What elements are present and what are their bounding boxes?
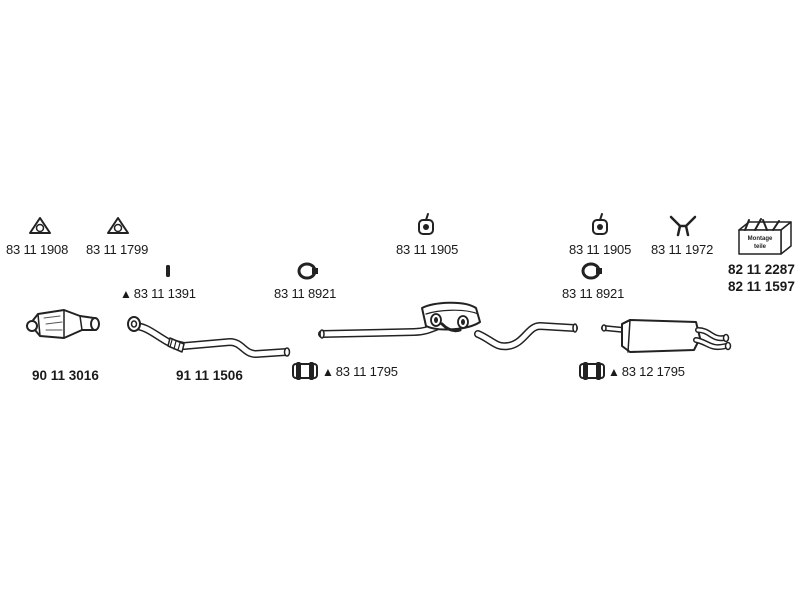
part-number-hanger-y: 83 11 1972 [651, 242, 714, 257]
part-number-hanger-mid: 83 11 1905 [396, 242, 459, 257]
triangle-marker-icon: ▲ [120, 287, 132, 301]
part-number-ring-clamp-b: 83 11 8921 [562, 286, 625, 301]
triangle-marker-icon: ▲ [322, 365, 334, 379]
part-number-clamp-a: ▲83 11 1795 [322, 364, 398, 379]
ring-clamp-icon [581, 262, 602, 280]
y-hanger-icon [669, 215, 697, 237]
part-number-clip-small: ▲83 11 1391 [120, 286, 196, 301]
part-number-catalyst: 90 11 3016 [32, 368, 99, 383]
mounting-kit-box-icon: Montage teile [738, 218, 792, 255]
clamp-b-number: 83 12 1795 [621, 364, 685, 379]
kit-box-text-2: teile [754, 244, 767, 250]
clip-small-number: 83 11 1391 [133, 286, 196, 301]
catalytic-converter-icon [26, 309, 100, 339]
rear-silencer-icon [601, 319, 732, 353]
ring-clamp-icon [297, 262, 318, 280]
part-number-front-pipe: 91 11 1506 [176, 368, 243, 383]
part-number-gasket-a: 83 11 1908 [6, 242, 69, 257]
pipe-clamp-icon [292, 362, 318, 380]
triangular-gasket-icon [107, 217, 129, 234]
small-clip-icon [166, 265, 170, 277]
part-number-ring-clamp-a: 83 11 8921 [274, 286, 337, 301]
part-number-hanger-right: 83 11 1905 [569, 242, 632, 257]
part-number-kit-b: 82 11 1597 [728, 279, 795, 294]
triangular-gasket-icon [29, 217, 51, 234]
front-pipe-icon [127, 316, 291, 358]
part-number-kit-a: 82 11 2287 [728, 262, 795, 277]
rubber-hanger-icon [592, 213, 608, 235]
middle-silencer-pipe-icon [318, 301, 578, 351]
part-number-gasket-b: 83 11 1799 [86, 242, 149, 257]
kit-box-text-1: Montage [748, 236, 773, 242]
triangle-marker-icon: ▲ [608, 365, 620, 379]
pipe-clamp-icon [579, 362, 605, 380]
clamp-a-number: 83 11 1795 [335, 364, 398, 379]
part-number-clamp-b: ▲83 12 1795 [608, 364, 685, 379]
rubber-hanger-icon [418, 213, 434, 235]
